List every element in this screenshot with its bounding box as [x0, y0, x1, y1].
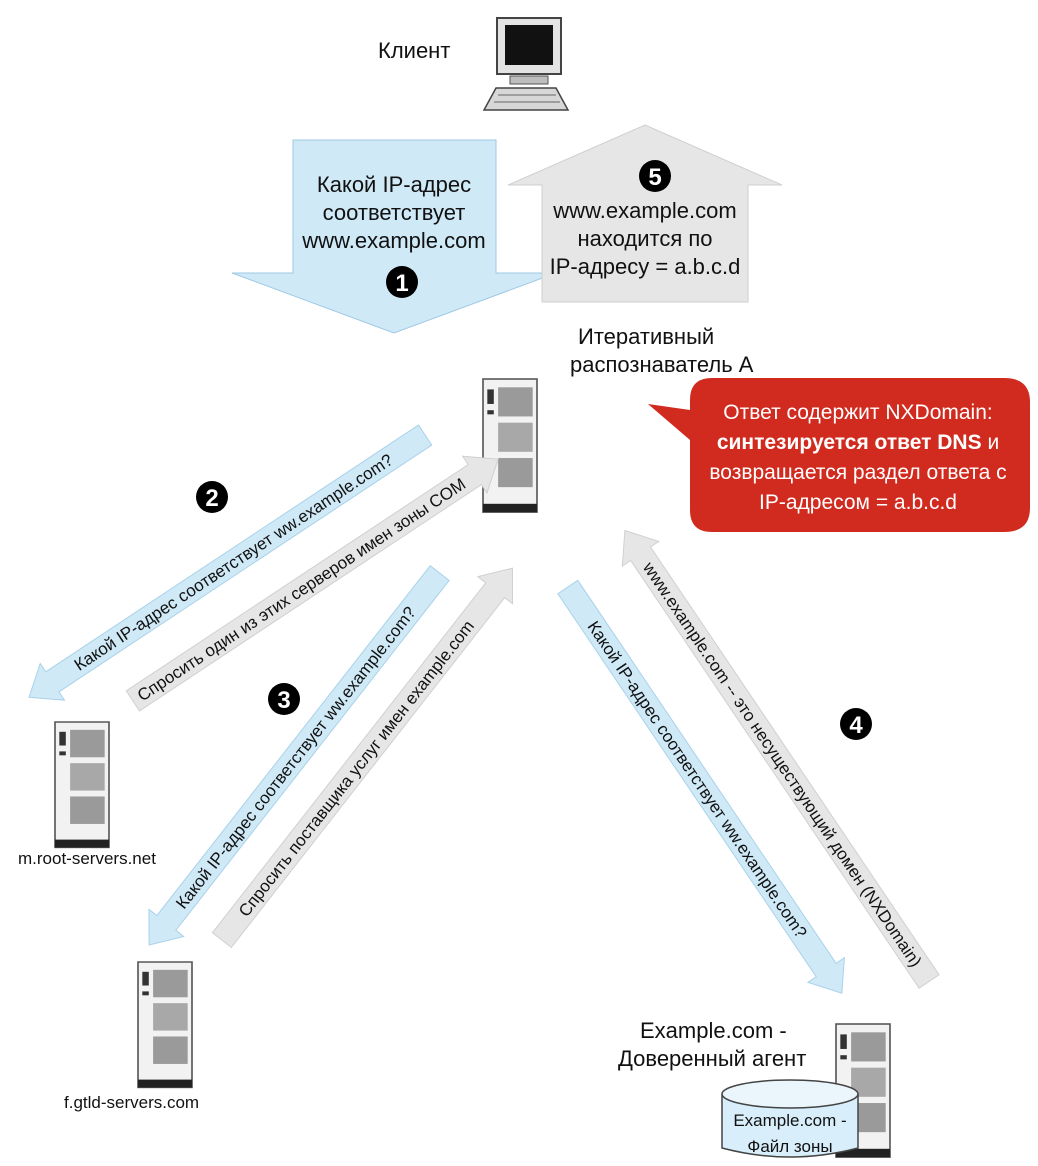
- answer-line3: IP-адресу = a.b.c.d: [550, 254, 741, 279]
- resolver-label-line2: распознаватель А: [570, 352, 754, 377]
- step3-number: 3: [277, 687, 290, 714]
- zone-file-line2: Файл зоны: [747, 1137, 832, 1156]
- step5-answer-arrow: www.example.com находится по IP-адресу =…: [507, 124, 783, 303]
- step1-query-arrow: Какой IP-адрес соответствует www.example…: [231, 139, 557, 334]
- step3-badge: 3: [268, 683, 300, 715]
- step4-number: 4: [849, 712, 863, 739]
- callout-line3: возвращается раздел ответа с: [709, 461, 1006, 484]
- step5-number: 5: [648, 164, 661, 191]
- auth-query-text: Какой IP-адрес соответствует ww.example.…: [584, 618, 811, 942]
- answer-line2: находится по: [577, 226, 712, 251]
- zone-file-cylinder: Example.com - Файл зоны: [721, 1079, 859, 1158]
- answer-line1: www.example.com: [552, 198, 736, 223]
- root-server-icon: [54, 721, 110, 849]
- query-line3: www.example.com: [301, 228, 485, 253]
- step2-badge: 2: [196, 481, 228, 513]
- step1-badge: 1: [386, 266, 418, 298]
- callout-line2-bold: синтезируется ответ DNS: [717, 431, 982, 454]
- auth-response-arrow: www.example.com -- это несуществующий до…: [621, 529, 940, 989]
- step2-number: 2: [205, 485, 218, 512]
- resolver-label-line1: Итеративный: [578, 324, 714, 349]
- resolver-server-icon: [482, 378, 538, 513]
- client-computer-icon: [482, 17, 570, 111]
- callout-line4: IP-адресом = a.b.c.d: [759, 491, 957, 514]
- callout-line1: Ответ содержит NXDomain:: [723, 401, 992, 424]
- query-line1: Какой IP-адрес: [317, 172, 471, 197]
- auth-label-line2: Доверенный агент: [618, 1046, 806, 1071]
- step4-badge: 4: [840, 708, 872, 740]
- nxdomain-callout: Ответ содержит NXDomain: синтезируется о…: [648, 378, 1030, 532]
- zone-file-line1: Example.com -: [733, 1111, 846, 1130]
- gtld-server-label: f.gtld-servers.com: [64, 1093, 199, 1112]
- client-label: Клиент: [378, 38, 450, 63]
- step5-badge: 5: [639, 160, 671, 192]
- root-server-label: m.root-servers.net: [18, 849, 156, 868]
- callout-line2-rest: и: [982, 431, 1000, 454]
- auth-label-line1: Example.com -: [640, 1018, 787, 1043]
- callout-line2: синтезируется ответ DNS и: [717, 431, 999, 454]
- query-line2: соответствует: [323, 200, 466, 225]
- root-referral-arrow: Спросить один из этих серверов имен зоны…: [125, 455, 499, 712]
- gtld-server-icon: [137, 961, 193, 1089]
- step1-number: 1: [395, 270, 408, 297]
- gtld-query-arrow: Какой IP-адрес соответствует ww.example.…: [148, 564, 450, 946]
